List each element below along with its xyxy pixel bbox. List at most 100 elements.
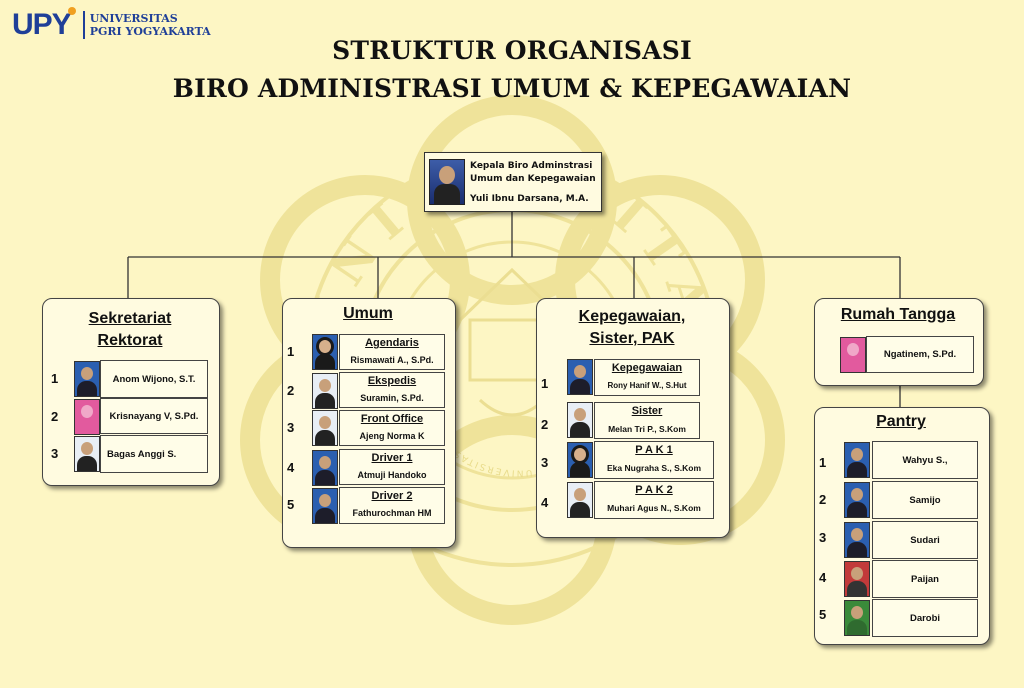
logo-divider xyxy=(82,11,85,39)
kepegawaian-num: 3 xyxy=(541,455,549,470)
umum-num: 2 xyxy=(287,383,295,398)
kepegawaian-title-line2: Sister, PAK xyxy=(589,330,675,347)
head-photo xyxy=(429,159,465,205)
pantry-photo xyxy=(844,482,870,518)
kepegawaian-role: Sister xyxy=(631,405,663,417)
kepegawaian-num: 1 xyxy=(541,376,549,391)
kepegawaian-card: P A K 1 Eka Nugraha S., S.Kom xyxy=(594,441,714,479)
pantry-card: Wahyu S., xyxy=(872,441,978,479)
umum-num: 5 xyxy=(287,497,295,512)
umum-role: Agendaris xyxy=(365,337,419,349)
page-title-line2: BIRO ADMINISTRASI UMUM & KEPEGAWAIAN xyxy=(172,74,852,103)
kepegawaian-name: Eka Nugraha S., S.Kom xyxy=(607,463,701,473)
umum-role: Ekspedis xyxy=(367,375,417,387)
sekretariat-photo xyxy=(74,399,100,435)
pantry-name: Wahyu S., xyxy=(902,454,948,466)
head-role-line2: Umum dan Kepegawaian xyxy=(470,174,596,184)
page-title-line1: STRUKTUR ORGANISASI xyxy=(332,36,692,65)
umum-photo xyxy=(312,373,338,409)
kepegawaian-card: Kepegawaian Rony Hanif W., S.Hut xyxy=(594,359,700,396)
pantry-photo xyxy=(844,561,870,597)
kepegawaian-role: P A K 2 xyxy=(635,484,673,496)
head-role-line1: Kepala Biro Adminstrasi xyxy=(470,161,593,171)
umum-photo xyxy=(312,488,338,524)
umum-title: Umum xyxy=(343,305,393,322)
pantry-num: 5 xyxy=(819,607,827,622)
umum-name: Ajeng Norma K xyxy=(359,431,425,441)
logo-mark: UPY xyxy=(12,8,72,41)
pantry-photo xyxy=(844,522,870,558)
umum-name: Atmuji Handoko xyxy=(357,470,427,480)
kepegawaian-card: P A K 2 Muhari Agus N., S.Kom xyxy=(594,481,714,519)
umum-photo xyxy=(312,450,338,486)
university-logo: UPY UNIVERSITAS PGRI YOGYAKARTA xyxy=(12,7,211,41)
pantry-card: Sudari xyxy=(872,521,978,559)
sekretariat-photo xyxy=(74,436,100,472)
logo-text: UNIVERSITAS PGRI YOGYAKARTA xyxy=(90,12,211,38)
rumah-tangga-card: Ngatinem, S.Pd. xyxy=(866,336,974,373)
rumah-tangga-name: Ngatinem, S.Pd. xyxy=(883,349,957,360)
sekretariat-title-line2: Rektorat xyxy=(97,332,163,349)
kepegawaian-name: Muhari Agus N., S.Kom xyxy=(607,503,701,513)
logo-line1: UNIVERSITAS xyxy=(89,12,178,25)
sekretariat-name: Krisnayang V, S.Pd. xyxy=(109,410,199,422)
pantry-name: Sudari xyxy=(910,534,940,546)
sekretariat-name: Bagas Anggi S. xyxy=(107,448,177,460)
kepegawaian-card: Sister Melan Tri P., S.Kom xyxy=(594,402,700,439)
sekretariat-card: Bagas Anggi S. xyxy=(100,435,208,473)
sekretariat-name: Anom Wijono, S.T. xyxy=(112,373,196,385)
sekretariat-num: 3 xyxy=(51,446,59,461)
kepegawaian-name: Melan Tri P., S.Kom xyxy=(608,424,686,434)
umum-card: Agendaris Rismawati A., S.Pd. xyxy=(339,334,445,370)
pantry-photo xyxy=(844,600,870,636)
umum-card: Ekspedis Suramin, S.Pd. xyxy=(339,372,445,408)
pantry-title: Pantry xyxy=(876,413,926,430)
umum-photo xyxy=(312,410,338,446)
kepegawaian-photo xyxy=(567,359,593,395)
sekretariat-card: Anom Wijono, S.T. xyxy=(100,360,208,398)
rumah-tangga-title: Rumah Tangga xyxy=(840,306,956,323)
pantry-name: Darobi xyxy=(909,612,941,624)
pantry-num: 4 xyxy=(819,570,827,585)
rumah-tangga-photo xyxy=(840,337,866,373)
head-of-bureau-box: Kepala Biro Adminstrasi Umum dan Kepegaw… xyxy=(424,152,602,212)
umum-name: Fathurochman HM xyxy=(352,508,432,518)
umum-card: Front Office Ajeng Norma K xyxy=(339,410,445,446)
umum-photo xyxy=(312,334,338,370)
logo-dot-icon xyxy=(67,7,76,15)
head-name: Yuli Ibnu Darsana, M.A. xyxy=(470,194,589,204)
kepegawaian-photo xyxy=(567,402,593,438)
kepegawaian-title-line1: Kepegawaian, xyxy=(578,308,686,325)
sekretariat-photo xyxy=(74,361,100,397)
pantry-card: Darobi xyxy=(872,599,978,637)
pantry-photo xyxy=(844,442,870,478)
kepegawaian-role: Kepegawaian xyxy=(611,362,683,374)
pantry-num: 3 xyxy=(819,530,827,545)
umum-num: 1 xyxy=(287,344,295,359)
kepegawaian-name: Rony Hanif W., S.Hut xyxy=(607,381,687,390)
kepegawaian-num: 4 xyxy=(541,495,549,510)
pantry-name: Paijan xyxy=(911,573,939,585)
umum-role: Driver 1 xyxy=(371,452,413,464)
pantry-card: Paijan xyxy=(872,560,978,598)
umum-role: Front Office xyxy=(360,413,424,425)
sekretariat-card: Krisnayang V, S.Pd. xyxy=(100,398,208,434)
sekretariat-title-line1: Sekretariat xyxy=(88,310,172,327)
kepegawaian-role: P A K 1 xyxy=(635,444,673,456)
umum-name: Suramin, S.Pd. xyxy=(360,393,424,403)
umum-role: Driver 2 xyxy=(371,490,413,502)
kepegawaian-num: 2 xyxy=(541,417,549,432)
umum-num: 3 xyxy=(287,420,295,435)
umum-num: 4 xyxy=(287,460,295,475)
pantry-name: Samijo xyxy=(909,494,941,506)
sekretariat-num: 2 xyxy=(51,409,59,424)
kepegawaian-photo xyxy=(567,442,593,478)
sekretariat-num: 1 xyxy=(51,371,59,386)
pantry-num: 1 xyxy=(819,455,827,470)
umum-name: Rismawati A., S.Pd. xyxy=(350,355,434,365)
umum-card: Driver 1 Atmuji Handoko xyxy=(339,449,445,485)
pantry-card: Samijo xyxy=(872,481,978,519)
logo-line2: PGRI YOGYAKARTA xyxy=(89,25,211,38)
